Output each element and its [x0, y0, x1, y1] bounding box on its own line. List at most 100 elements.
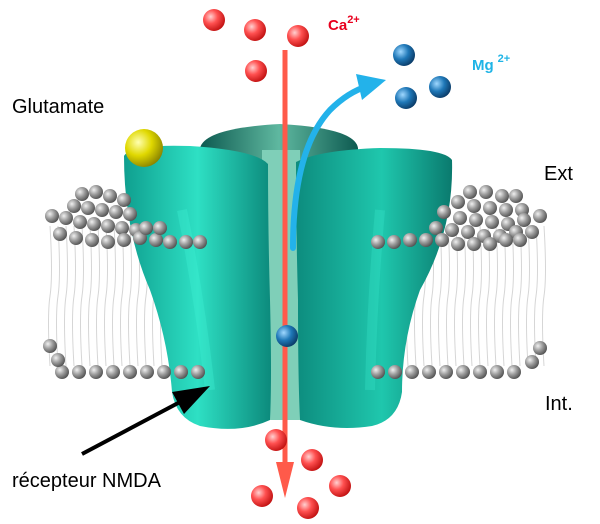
lipid-head	[53, 227, 67, 241]
lipid-head	[525, 355, 539, 369]
lipid-head	[499, 203, 513, 217]
lipid-head	[495, 189, 509, 203]
subunit-highlight-left	[177, 209, 215, 391]
lipid-tail	[470, 225, 474, 367]
lipid-head	[451, 237, 465, 251]
lipid-tail	[72, 225, 76, 367]
calcium-flow-arrowhead	[276, 462, 294, 498]
lipid-head	[101, 235, 115, 249]
lipid-head	[507, 365, 521, 379]
lipid-head	[451, 195, 465, 209]
magnesium-ion	[429, 76, 451, 98]
receptor-pointer-arrow-shaft	[81, 400, 181, 456]
magnesium-ion	[393, 44, 415, 66]
magnesium-ion-blocking	[276, 325, 298, 347]
lipid-head	[95, 203, 109, 217]
receptor-subunit-left	[124, 145, 271, 429]
lipid-head	[473, 365, 487, 379]
lipid-tail	[96, 225, 100, 367]
lipid-head	[85, 233, 99, 247]
calcium-ion	[301, 449, 323, 471]
lipid-head	[405, 365, 419, 379]
calcium-charge: 2+	[347, 14, 360, 26]
lipid-head	[467, 199, 481, 213]
lipid-head	[43, 339, 57, 353]
lipid-head	[509, 189, 523, 203]
glutamate-label: Glutamate	[12, 96, 104, 118]
lipid-head	[479, 185, 493, 199]
lipid-tail	[128, 225, 132, 367]
lipid-head	[89, 365, 103, 379]
lipid-head	[439, 365, 453, 379]
lipid-tail	[48, 225, 52, 367]
receptor-subunit-right	[296, 148, 453, 428]
lipid-head	[387, 235, 401, 249]
lipid-head	[371, 365, 385, 379]
lipid-tail	[486, 225, 490, 367]
lipid-head	[419, 233, 433, 247]
lipid-heads	[43, 185, 547, 379]
lipid-head	[453, 211, 467, 225]
lipid-head	[55, 365, 69, 379]
lipid-head	[490, 365, 504, 379]
lipid-head	[67, 199, 81, 213]
calcium-ion	[244, 19, 266, 41]
lipid-tail	[446, 225, 450, 367]
lipid-head	[193, 235, 207, 249]
lipid-head	[429, 221, 443, 235]
lipid-tail	[526, 225, 530, 367]
lipid-head	[163, 235, 177, 249]
calcium-ion	[329, 475, 351, 497]
lipid-head	[72, 365, 86, 379]
lipid-head	[106, 365, 120, 379]
magnesium-charge: 2+	[498, 53, 511, 65]
calcium-symbol: Ca	[328, 17, 348, 34]
lipid-head	[69, 231, 83, 245]
lipid-head	[153, 221, 167, 235]
calcium-ion	[203, 9, 225, 31]
lipid-tail	[438, 225, 442, 367]
lipid-head	[149, 233, 163, 247]
lipid-head	[75, 187, 89, 201]
lipid-tail	[502, 225, 506, 367]
lipid-head	[109, 205, 123, 219]
lipid-head	[483, 201, 497, 215]
lipid-head	[437, 205, 451, 219]
calcium-ion	[245, 60, 267, 82]
lipid-head	[89, 185, 103, 199]
lipid-head	[467, 237, 481, 251]
lipid-tail	[510, 225, 514, 367]
lipid-head	[517, 213, 531, 227]
lipid-head	[140, 365, 154, 379]
lipid-head	[117, 233, 131, 247]
lipid-tail	[112, 225, 116, 367]
lipid-head	[117, 193, 131, 207]
int-label: Int.	[545, 393, 573, 415]
lipid-head	[123, 207, 137, 221]
lipid-head	[456, 365, 470, 379]
lipid-head	[81, 201, 95, 215]
lipid-head	[139, 221, 153, 235]
lipid-head	[422, 365, 436, 379]
lipid-tail	[534, 225, 538, 367]
receptor-pointer-arrowhead	[172, 386, 210, 414]
lipid-head	[463, 185, 477, 199]
lipid-head	[103, 189, 117, 203]
receptor-label: récepteur NMDA	[12, 470, 162, 492]
lipid-head	[123, 365, 137, 379]
lipid-head	[51, 353, 65, 367]
lipid-tail	[56, 225, 60, 367]
lipid-head	[59, 211, 73, 225]
ext-label: Ext	[544, 163, 573, 185]
lipid-head	[445, 223, 459, 237]
lipid-head	[513, 233, 527, 247]
magnesium-exit-arrowhead	[356, 74, 386, 100]
lipid-tail	[542, 225, 546, 367]
lipid-tail	[80, 225, 84, 367]
lipid-head	[115, 221, 129, 235]
lipid-head	[87, 217, 101, 231]
lipid-head	[179, 235, 193, 249]
lipid-head	[499, 233, 513, 247]
lipid-head	[101, 219, 115, 233]
